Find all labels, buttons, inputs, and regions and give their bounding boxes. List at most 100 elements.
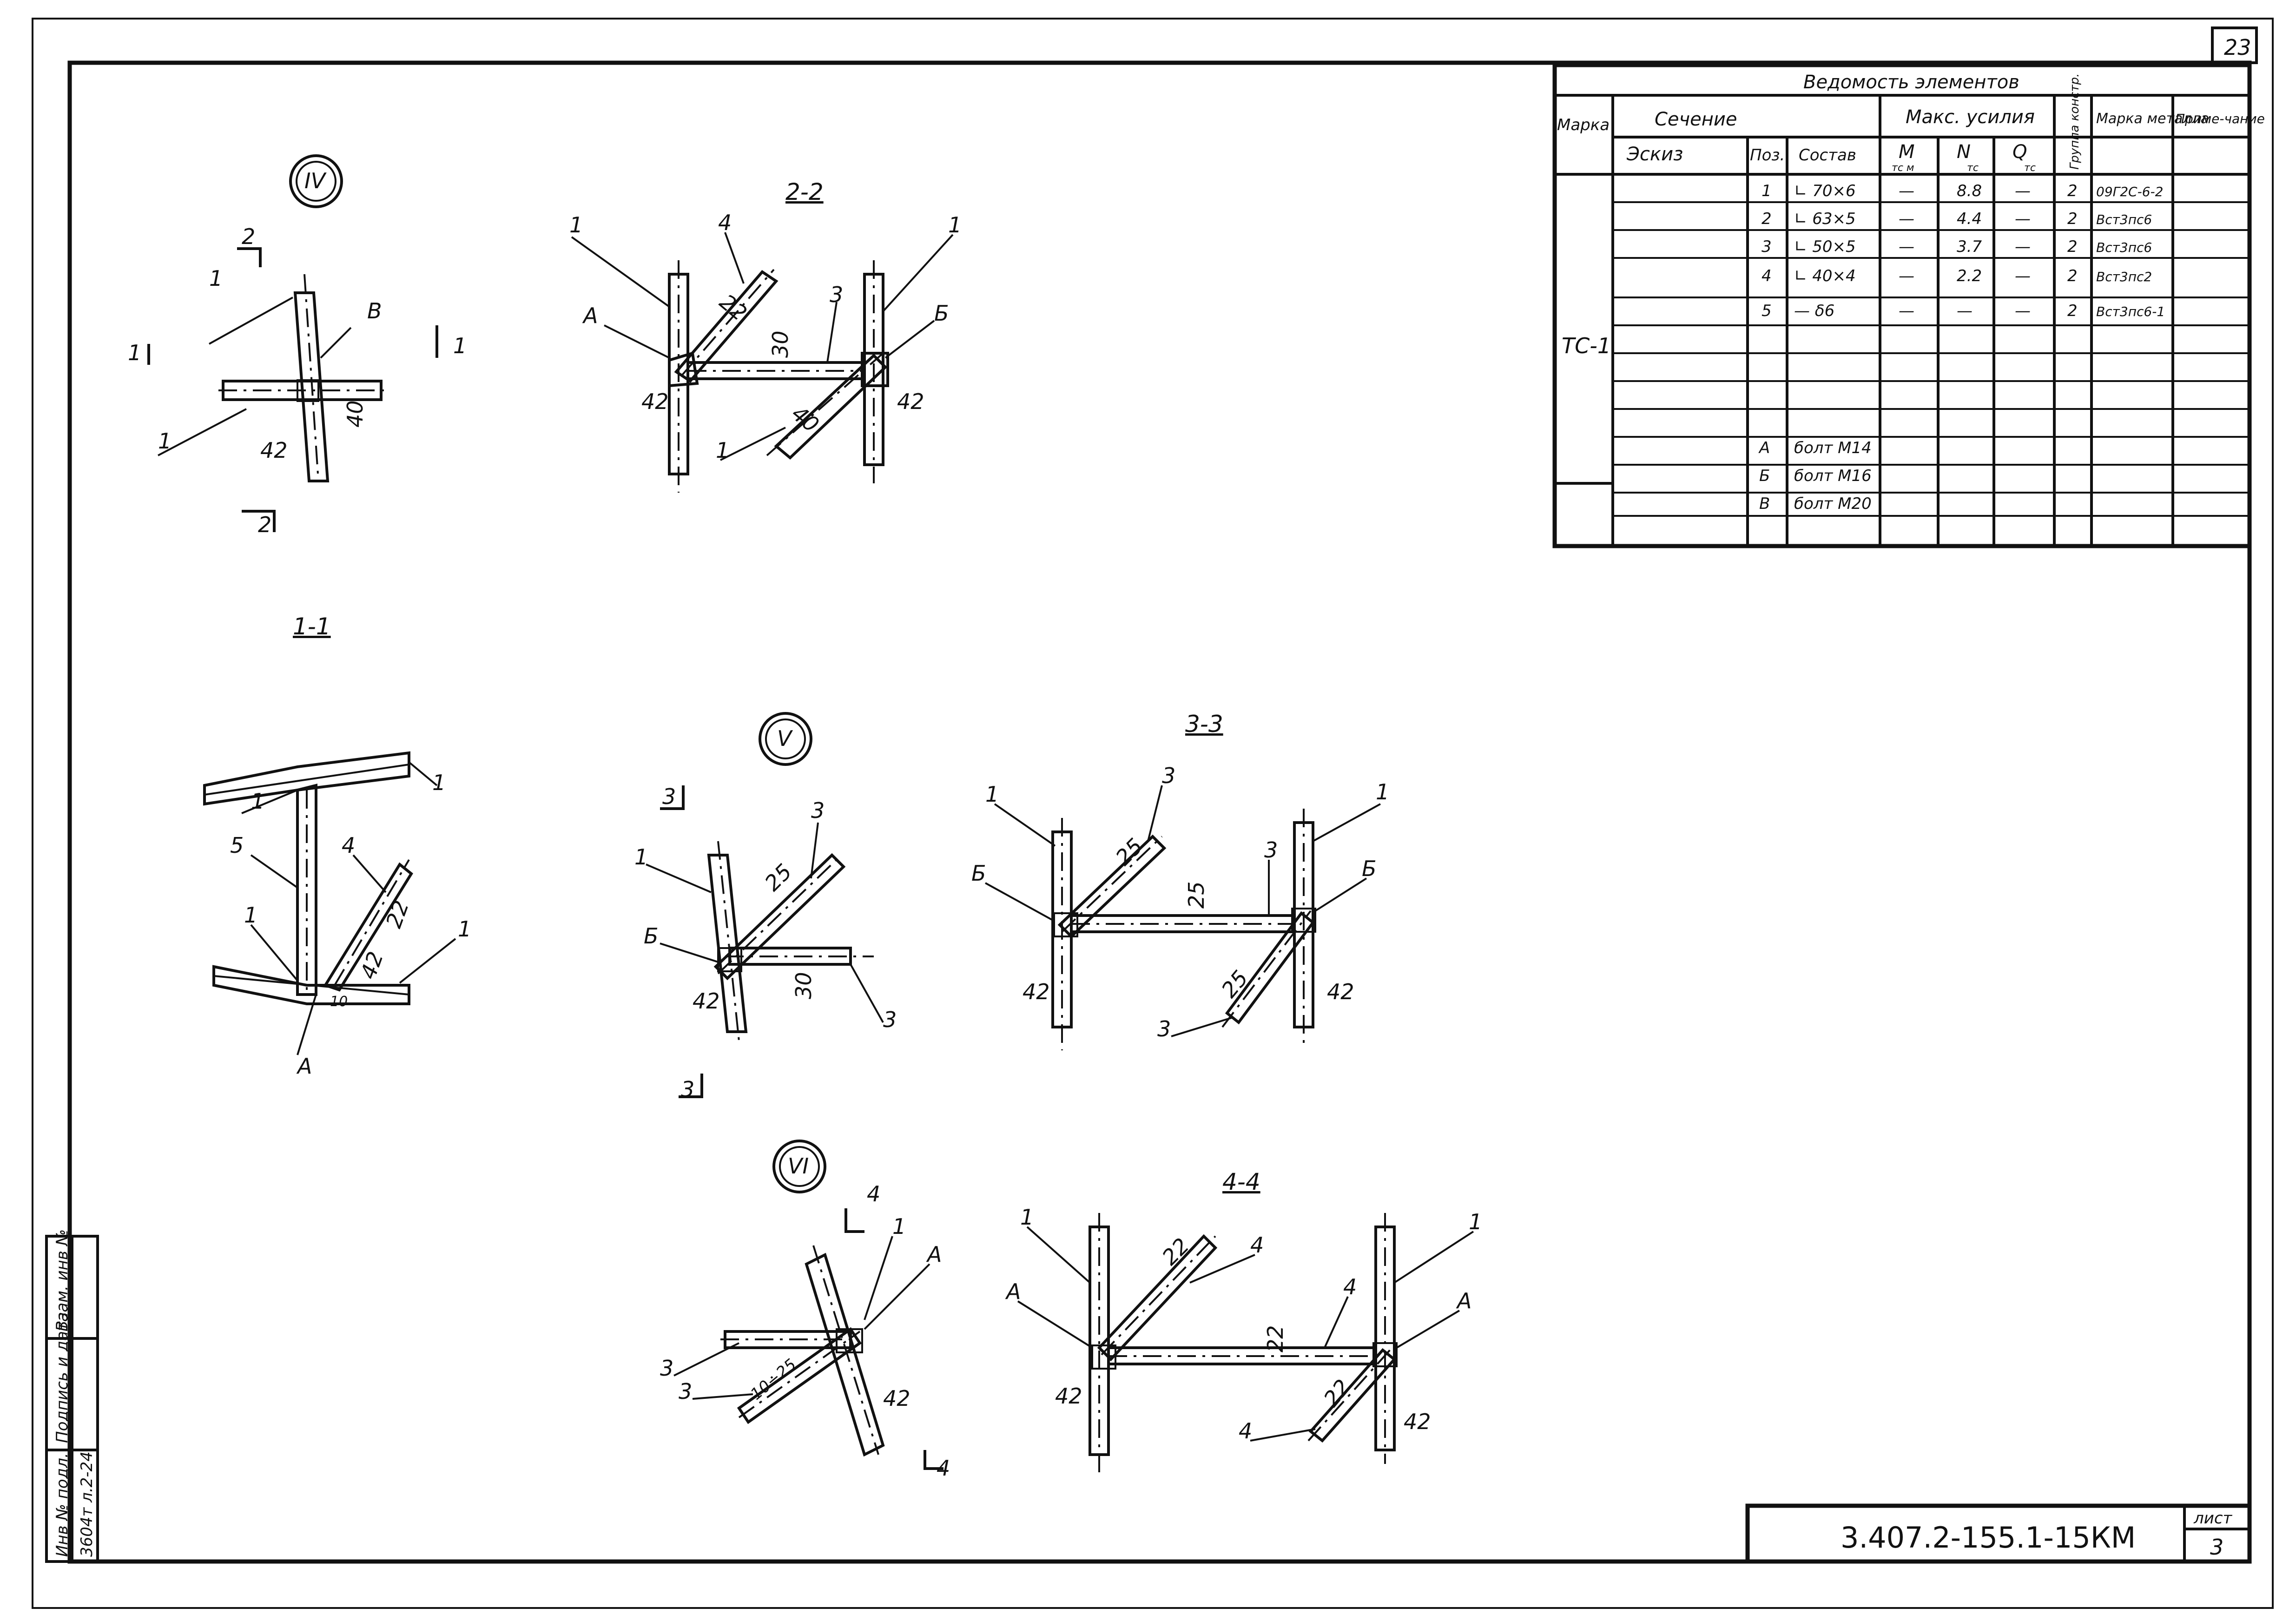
svg-text:22: 22 xyxy=(1157,1233,1194,1270)
svg-text:1: 1 xyxy=(716,438,729,463)
svg-text:1: 1 xyxy=(892,1214,906,1239)
svg-text:VI: VI xyxy=(788,1153,809,1179)
svg-text:42: 42 xyxy=(1327,979,1354,1004)
svg-text:4: 4 xyxy=(342,833,355,858)
svg-text:болт М14: болт М14 xyxy=(1794,439,1872,457)
hdr-q: Q xyxy=(2012,141,2027,163)
svg-text:А: А xyxy=(1005,1279,1021,1304)
svg-text:1: 1 xyxy=(128,340,141,365)
svg-text:42: 42 xyxy=(641,389,669,414)
svg-text:1: 1 xyxy=(158,428,172,454)
svg-text:22: 22 xyxy=(1319,1375,1355,1412)
svg-text:42: 42 xyxy=(260,438,288,463)
svg-text:—: — xyxy=(1899,182,1914,200)
svg-text:2: 2 xyxy=(2067,237,2078,256)
hdr-n-unit: тс xyxy=(1967,162,1979,174)
stamp-inv-no: Инв № подл. xyxy=(53,1453,72,1557)
table-row: 4 ∟ 40×4 — 2.2 — 2 Вст3пс2 xyxy=(1762,267,2152,285)
section-3-3-view: 3-3 1 3 1 Б Б 3 3 42 42 25 25 xyxy=(971,711,1389,1050)
stamp-replaces: Взам. инв № xyxy=(53,1229,72,1331)
svg-text:болт М20: болт М20 xyxy=(1794,494,1872,513)
node-v-marker xyxy=(759,712,812,766)
section-4-4-view: 4-4 1 4 1 А А 4 4 42 42 22 22 xyxy=(1005,1168,1482,1473)
hdr-m-unit: тс м xyxy=(1892,162,1914,174)
svg-text:—: — xyxy=(1899,302,1914,320)
svg-text:—: — xyxy=(1899,237,1914,256)
svg-text:25: 25 xyxy=(760,859,797,896)
table-row: Б болт М16 xyxy=(1759,467,1872,485)
svg-text:Б: Б xyxy=(971,861,986,886)
table-row: 5 — δ6 — — — 2 Вст3пс6-1 xyxy=(1762,302,2165,320)
svg-text:А: А xyxy=(926,1242,942,1267)
svg-text:30: 30 xyxy=(768,330,793,358)
title-block xyxy=(1745,1503,2252,1564)
node-iv-view: IV 2 2 1 1 1 В 1 42 40 xyxy=(128,154,467,537)
svg-text:4: 4 xyxy=(1239,1418,1252,1443)
hdr-steel: Марка металла xyxy=(2096,111,2209,127)
svg-text:1: 1 xyxy=(209,266,223,291)
hdr-sketch: Эскиз xyxy=(1626,144,1683,165)
svg-text:3: 3 xyxy=(883,1007,897,1032)
svg-text:3: 3 xyxy=(662,784,676,809)
svg-text:—: — xyxy=(2015,267,2031,285)
svg-text:8.8: 8.8 xyxy=(1957,182,1982,200)
svg-text:В: В xyxy=(367,298,382,323)
sheet-inner-frame xyxy=(67,60,2252,1564)
left-stamp: Взам. инв № Подпись и дата Инв № подл. 3… xyxy=(45,1229,99,1563)
svg-text:22: 22 xyxy=(381,897,414,931)
hdr-pos: Поз. xyxy=(1750,146,1785,165)
svg-text:В: В xyxy=(1759,494,1770,513)
table-row: В болт М20 xyxy=(1759,494,1872,513)
hdr-m: М xyxy=(1899,141,1915,163)
svg-text:—: — xyxy=(2015,302,2031,320)
svg-text:—: — xyxy=(1899,210,1914,228)
svg-text:А: А xyxy=(582,303,598,328)
node-v-view: V 3 3 1 3 Б 3 42 30 25 xyxy=(634,712,897,1102)
svg-text:А: А xyxy=(296,1054,312,1079)
svg-text:1: 1 xyxy=(453,333,467,358)
svg-text:5: 5 xyxy=(1762,302,1772,320)
svg-text:40: 40 xyxy=(343,400,368,428)
svg-text:∟ 70×6: ∟ 70×6 xyxy=(1794,182,1856,200)
section-2-2-view: 2-2 1 4 1 А Б 3 1 42 42 30 xyxy=(569,178,962,493)
node-vi-view: VI 4 4 1 А 3 3 42 10÷25 xyxy=(660,1140,950,1481)
hdr-group: Группа констр. xyxy=(2068,73,2082,170)
svg-text:Вст3пс6: Вст3пс6 xyxy=(2096,212,2152,227)
node-vi-marker xyxy=(772,1140,826,1193)
svg-text:10÷25: 10÷25 xyxy=(747,1355,800,1404)
svg-text:3: 3 xyxy=(1762,237,1772,256)
svg-text:1: 1 xyxy=(432,770,446,795)
sheet-label: лист xyxy=(2193,1509,2233,1528)
svg-text:25: 25 xyxy=(1111,833,1148,870)
hdr-max-forces: Макс. усилия xyxy=(1906,106,2035,128)
hdr-note: Приме-чание xyxy=(2175,111,2265,126)
mark-value: ТС-1 xyxy=(1562,333,1611,358)
svg-text:1: 1 xyxy=(948,212,962,237)
svg-text:— δ6: — δ6 xyxy=(1794,302,1834,320)
svg-text:1: 1 xyxy=(634,844,648,870)
svg-text:1: 1 xyxy=(1376,779,1389,804)
svg-text:4: 4 xyxy=(1762,267,1772,285)
svg-text:1: 1 xyxy=(244,903,257,928)
svg-text:3: 3 xyxy=(1162,763,1175,788)
svg-text:3: 3 xyxy=(660,1356,673,1381)
elements-table: Ведомость элементов Марка Сечение Эскиз … xyxy=(1552,63,2265,548)
hdr-q-unit: тс xyxy=(2024,162,2036,174)
svg-text:2.2: 2.2 xyxy=(1957,267,1982,285)
svg-text:1: 1 xyxy=(1762,182,1772,200)
svg-text:42: 42 xyxy=(1404,1409,1431,1434)
section-1-1-view: 1-1 1 1 5 4 1 1 А 22 42 10 xyxy=(203,613,471,1079)
svg-text:42: 42 xyxy=(356,948,389,982)
svg-text:∟ 63×5: ∟ 63×5 xyxy=(1794,210,1856,228)
svg-text:—: — xyxy=(2015,237,2031,256)
hdr-composition: Состав xyxy=(1799,146,1856,165)
svg-text:2: 2 xyxy=(2067,302,2078,320)
svg-text:09Г2С-6-2: 09Г2С-6-2 xyxy=(2096,184,2163,199)
svg-text:1-1: 1-1 xyxy=(293,613,331,640)
svg-text:1: 1 xyxy=(251,789,264,814)
svg-text:1: 1 xyxy=(985,782,999,807)
svg-text:2-2: 2-2 xyxy=(785,178,824,205)
svg-text:—: — xyxy=(1899,267,1914,285)
svg-text:Вст3пс2: Вст3пс2 xyxy=(2096,269,2152,284)
svg-text:—: — xyxy=(2015,182,2031,200)
